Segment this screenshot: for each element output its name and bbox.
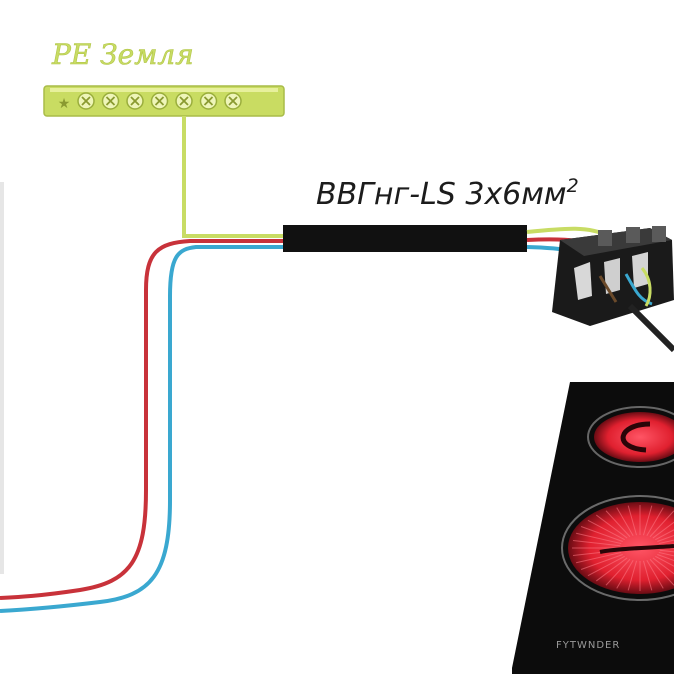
pe-label: PE Земля bbox=[51, 38, 194, 71]
burner-spoke bbox=[659, 549, 674, 553]
burner-spoke bbox=[572, 540, 621, 547]
pe-ground-bar: ★ bbox=[43, 85, 285, 117]
screw-slot bbox=[81, 96, 91, 106]
burner-spoke bbox=[616, 507, 634, 537]
screw-slot bbox=[228, 96, 238, 106]
burner-spoke bbox=[627, 505, 638, 536]
screw-slot bbox=[154, 96, 165, 106]
burner-spoke bbox=[658, 551, 674, 557]
burner-spoke bbox=[658, 539, 674, 545]
screw-slot bbox=[105, 96, 116, 106]
burner-spoke bbox=[595, 557, 628, 582]
burner-spoke bbox=[575, 551, 622, 564]
burner-spoke bbox=[605, 558, 631, 586]
burner-spoke bbox=[657, 554, 674, 562]
screw-slot bbox=[130, 96, 140, 106]
large-burner-spokes bbox=[572, 505, 674, 591]
burner-spoke bbox=[649, 558, 674, 586]
burner-spoke bbox=[595, 514, 628, 539]
hob-brand-label: FYTWNDER bbox=[556, 640, 620, 651]
burner-spoke bbox=[587, 555, 625, 577]
burner-spoke bbox=[652, 521, 674, 539]
burner-spoke bbox=[616, 559, 634, 589]
cable-jacket bbox=[283, 225, 527, 252]
screw-slot bbox=[179, 96, 189, 106]
pe-bar-edge bbox=[50, 88, 278, 92]
pe-wire bbox=[182, 116, 286, 238]
burner-spoke bbox=[646, 507, 664, 537]
terminal-block bbox=[552, 226, 674, 353]
star-icon: ★ bbox=[58, 96, 71, 112]
burner-spoke bbox=[580, 554, 623, 570]
wall-panel-edge bbox=[0, 182, 4, 574]
burner-spoke bbox=[587, 519, 625, 541]
burner-spoke bbox=[575, 532, 622, 545]
burner-spoke bbox=[657, 534, 674, 542]
cable-label-superscript: 2 bbox=[567, 175, 579, 197]
large-burner-rim bbox=[561, 495, 674, 601]
cable-label: ВВГнг-LS 3х6мм2 bbox=[316, 175, 579, 212]
burner-spoke bbox=[580, 526, 623, 542]
small-burner bbox=[594, 412, 674, 462]
cable-label-text: ВВГнг-LS 3х6мм bbox=[316, 177, 567, 212]
burner-spoke bbox=[627, 560, 638, 591]
phase-wire bbox=[0, 239, 286, 600]
screw-slot bbox=[203, 96, 214, 106]
burner-spoke bbox=[642, 560, 653, 591]
hob: FYTWNDER bbox=[512, 382, 674, 674]
neutral-wire bbox=[0, 245, 286, 613]
burner-spoke bbox=[646, 559, 664, 589]
burner-spoke bbox=[649, 510, 674, 538]
pe-bar-screws bbox=[77, 92, 242, 110]
small-burner-rim bbox=[587, 406, 674, 468]
burner-spoke bbox=[605, 510, 631, 538]
burner-spoke bbox=[642, 505, 653, 536]
burner-spoke bbox=[652, 557, 674, 575]
